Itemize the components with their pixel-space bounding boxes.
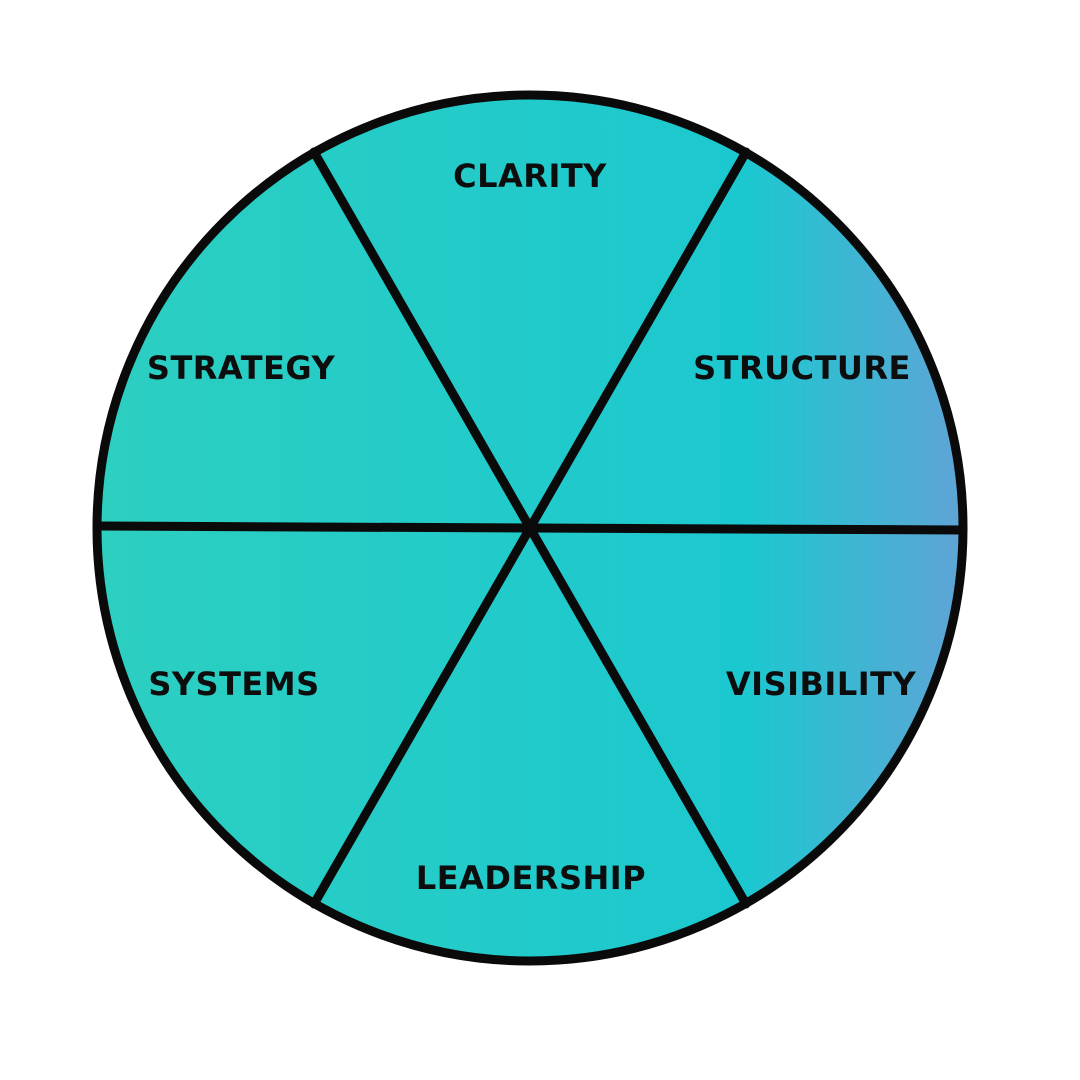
segment-label-strategy: STRATEGY [147, 349, 336, 387]
segment-label-clarity: CLARITY [453, 157, 607, 195]
segment-label-visibility: VISIBILITY [726, 665, 917, 703]
segment-label-structure: STRUCTURE [693, 349, 911, 387]
divider-horizontal [92, 521, 968, 535]
segment-label-systems: SYSTEMS [148, 665, 319, 703]
segment-label-leadership: LEADERSHIP [416, 859, 646, 897]
